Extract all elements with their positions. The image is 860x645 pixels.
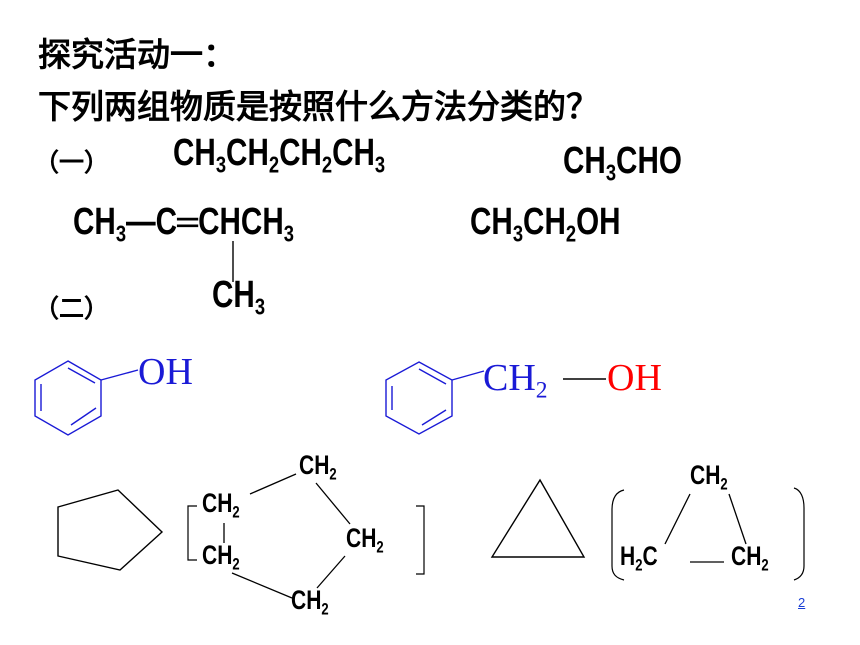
cyclopentane-ch2-lower-left: CH2 [202, 540, 240, 574]
benzyl-oh-label: OH [607, 357, 662, 399]
bracket-left-cyclopentane [187, 505, 197, 561]
benzyl-benzene-ring [385, 361, 485, 435]
cyclopropane-h2c-left: H2C [620, 541, 658, 575]
cyclopentane-ch2-bottom: CH2 [291, 585, 329, 619]
cyclopentane-skeletal [57, 489, 164, 571]
benzyl-ch2-label: CH2 [483, 357, 548, 404]
group-two-label: （二） [34, 294, 110, 323]
cyclopentane-bonds [223, 473, 351, 599]
cyclopropane-ch2-top: CH2 [690, 460, 728, 494]
question-text: 下列两组物质是按照什么方法分类的？ [38, 87, 599, 126]
cyclopropane-ch2-right: CH2 [731, 541, 769, 575]
formula-ethanol: CH3CH2OH [470, 201, 621, 247]
cyclopropane-skeletal [490, 478, 586, 558]
bracket-left-cyclopropane [611, 489, 625, 581]
cyclopentane-ch2-top: CH2 [299, 450, 337, 484]
formula-methylbutene: CH3—C═CHCH3 [73, 201, 294, 247]
cyclopentane-ch2-upper-left: CH2 [202, 488, 240, 522]
group-one-label: （一） [34, 148, 110, 177]
formula-butane: CH3CH2CH2CH3 [173, 132, 386, 178]
activity-title: 探究活动一： [38, 35, 236, 74]
cyclopropane-bonds [664, 493, 747, 563]
cyclopentane-ch2-right: CH2 [346, 523, 384, 557]
phenol-oh-label: OH [138, 351, 193, 393]
phenol-benzene-ring [34, 360, 139, 436]
page-number-link[interactable]: 2 [798, 595, 806, 610]
bracket-right-cyclopropane [793, 487, 805, 581]
bracket-right-cyclopentane [416, 505, 425, 575]
formula-acetaldehyde: CH3CHO [563, 140, 682, 186]
